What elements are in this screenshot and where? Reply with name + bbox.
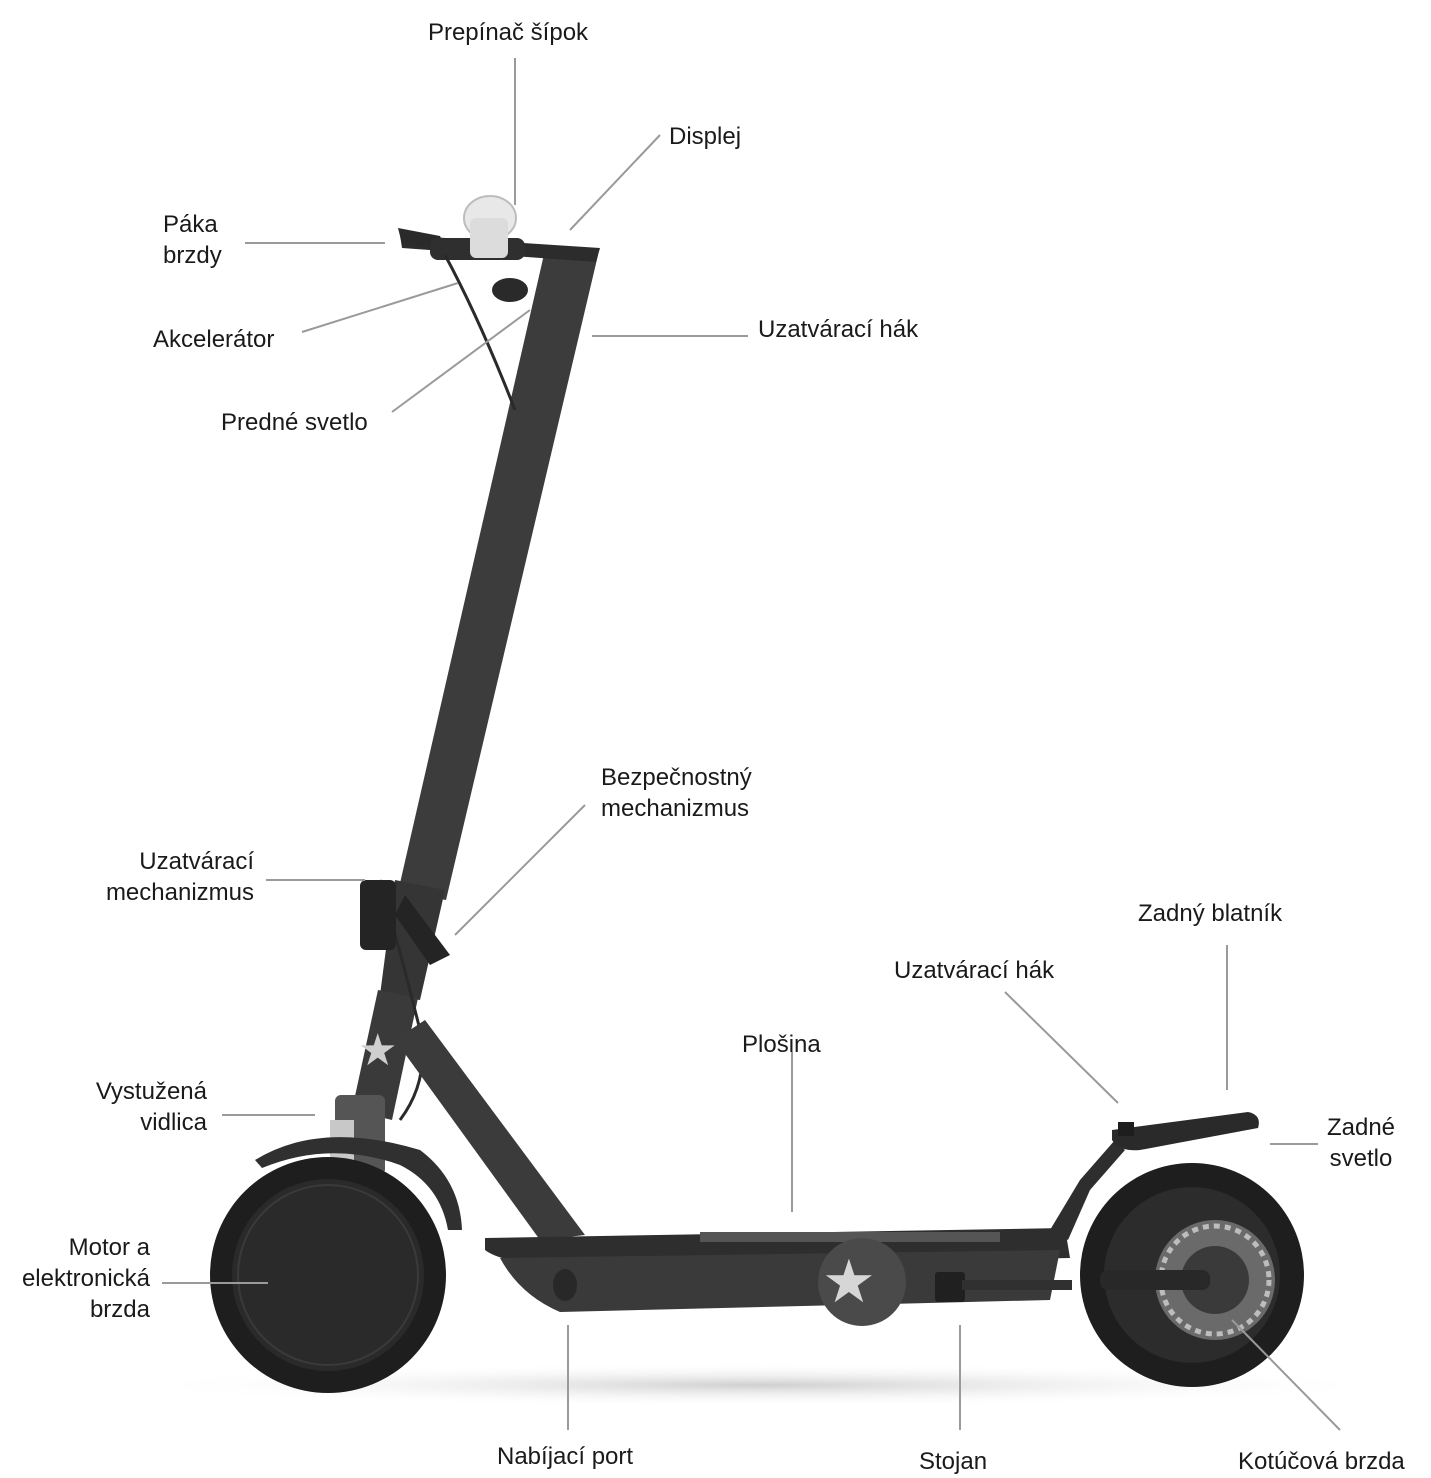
bell-base <box>470 218 508 258</box>
down-tube <box>395 1020 585 1240</box>
label-rear-light: Zadné svetlo <box>1326 1114 1396 1172</box>
label-closing-hook-top: Uzatvárací hák <box>758 316 919 343</box>
accelerator-paddle <box>492 278 528 302</box>
label-accelerator: Akcelerátor <box>153 326 275 353</box>
label-display: Displej <box>669 123 742 150</box>
leader-lines <box>162 58 1341 1431</box>
front-fender <box>255 1137 462 1230</box>
head-logo: ★ <box>358 1025 397 1076</box>
label-stand: Stojan <box>919 1448 988 1475</box>
latch <box>360 880 396 950</box>
rear-fender <box>1112 1112 1259 1151</box>
head-tube <box>352 990 418 1120</box>
rear-strut <box>1050 1140 1125 1240</box>
stem <box>398 250 598 900</box>
front-hub-motor <box>232 1179 424 1371</box>
label-closing-hook-rear: Uzatvárací hák <box>894 957 1055 984</box>
safety-lever <box>395 895 450 965</box>
label-charging-port: Nabíjací port <box>497 1443 634 1470</box>
deck-logo: ★ <box>822 1247 876 1317</box>
label-front-light: Predné svetlo <box>221 409 368 436</box>
label-reinforced-fork: Vystužená vidlica <box>95 1078 207 1136</box>
label-brake-lever: Páka brzdy <box>163 211 222 269</box>
deck-body <box>500 1250 1060 1312</box>
kickstand <box>935 1272 965 1302</box>
rear-hook <box>1118 1122 1134 1136</box>
brake-cable <box>443 254 517 411</box>
label-motor-brake: Motor a elektronická brzda <box>21 1234 150 1323</box>
label-disc-brake: Kotúčová brzda <box>1238 1448 1405 1475</box>
deck-logo-circle <box>818 1238 906 1326</box>
ground-shadow <box>120 1363 1400 1407</box>
charging-port <box>553 1269 577 1301</box>
rear-arm <box>1100 1270 1210 1290</box>
label-closing-mechanism: Uzatvárací mechanizmus <box>105 848 254 906</box>
label-arrow-switch: Prepínač šípok <box>427 19 589 46</box>
label-rear-fender: Zadný blatník <box>1138 900 1283 927</box>
label-safety-mechanism: Bezpečnostný mechanizmus <box>601 764 752 822</box>
deck-grip <box>700 1232 1000 1242</box>
label-deck: Plošina <box>742 1031 821 1058</box>
